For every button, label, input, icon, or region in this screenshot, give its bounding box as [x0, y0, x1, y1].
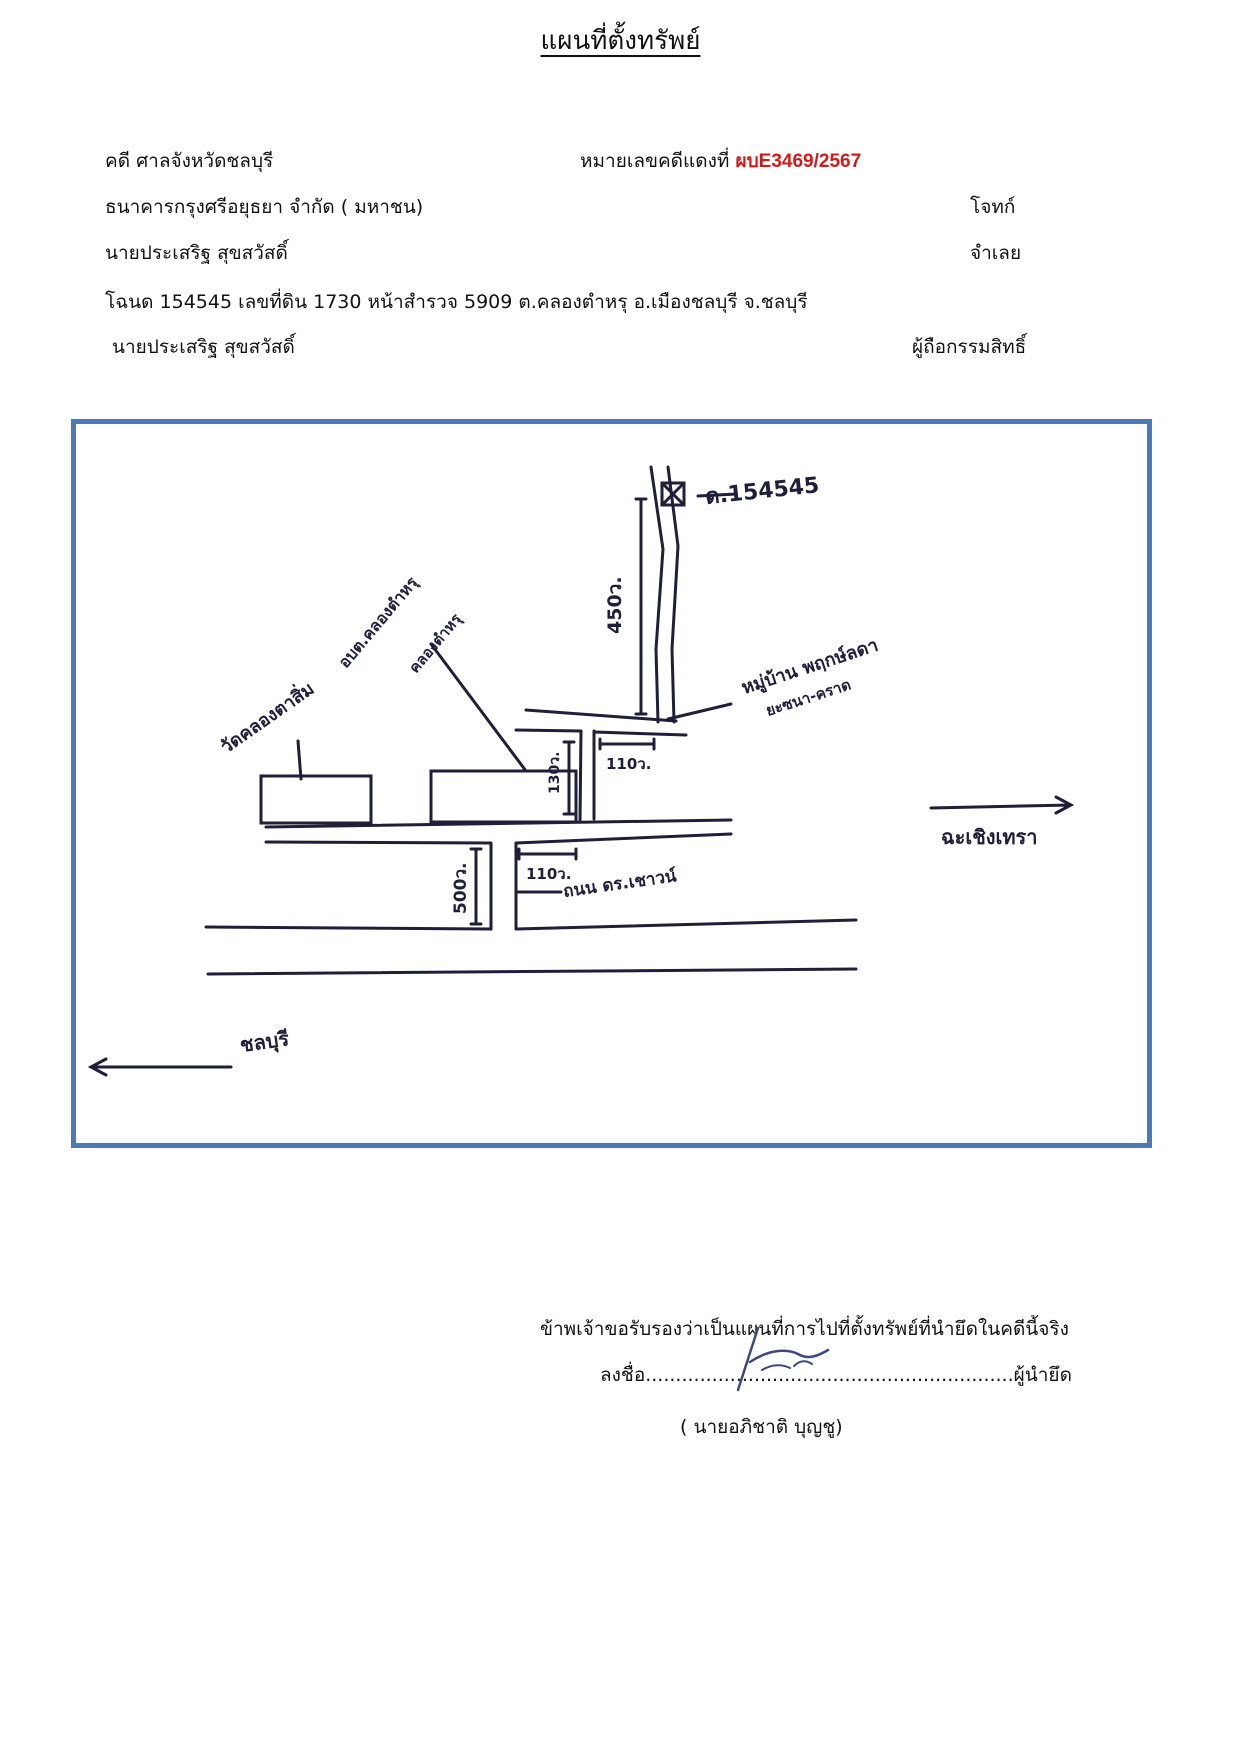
- to-right-label: ฉะเชิงเทรา: [941, 825, 1038, 849]
- road-name-label: ถนน ดร.เชาวน์: [562, 865, 678, 902]
- dist-450-label: 450ว.: [604, 576, 626, 634]
- village-road-top2: [524, 708, 678, 723]
- page-title: แผนที่ตั้งทรัพย์: [540, 26, 701, 56]
- dim-110-bottom-line: [517, 847, 578, 861]
- deed-marker-icon: [660, 481, 686, 507]
- signature-mark: [736, 1326, 830, 1392]
- highway-top-edge: [204, 918, 858, 931]
- office-pointer: [429, 642, 528, 773]
- signature-line: ลงชื่อ..................................…: [600, 1364, 1072, 1386]
- owner-name: นายประเสริฐ สุขสวัสดิ์: [112, 336, 295, 358]
- case-number: ผบE3469/2567: [735, 151, 862, 172]
- dist-500-label: 500ว.: [451, 863, 471, 915]
- deed-line: โฉนด 154545 เลขที่ดิน 1730 หน้าสำรวจ 590…: [105, 291, 808, 313]
- certification-statement: ข้าพเจ้าขอรับรองว่าเป็นแผนที่การไปที่ตั้…: [540, 1318, 1069, 1340]
- road-bottom-edge: [264, 832, 733, 845]
- dist-110-bottom-label: 110ว.: [526, 865, 571, 883]
- dim-130-line: [562, 740, 576, 816]
- case-number-label: หมายเลขคดีแดงที่: [580, 150, 730, 172]
- wat-pointer: [296, 739, 303, 781]
- village-pointer: [666, 702, 733, 721]
- dim-450-line: [634, 497, 648, 716]
- arrow-right-icon: [929, 795, 1075, 815]
- to-left-label: ชลบุรี: [238, 1026, 291, 1058]
- court-label: คดี ศาลจังหวัดชลบุรี: [105, 150, 274, 172]
- deed-pointer: [696, 492, 738, 498]
- highway-bottom-edge: [206, 967, 858, 976]
- defendant-role: จำเลย: [970, 242, 1022, 264]
- dist-110-top-label: 110ว.: [606, 755, 651, 773]
- lane-left: [649, 465, 665, 724]
- map-drawing: ด.154545 450ว. หมู่บ้าน พฤกษ์ลดา ยะซนา-ค…: [87, 465, 1075, 1077]
- wat-building: [259, 774, 373, 825]
- defendant-name: นายประเสริฐ สุขสวัสดิ์: [105, 242, 288, 264]
- office-building: [429, 769, 578, 824]
- village-road-top: [514, 728, 688, 737]
- dim-500-line: [469, 847, 483, 926]
- location-map: ด.154545 450ว. หมู่บ้าน พฤกษ์ลดา ยะซนา-ค…: [71, 419, 1152, 1148]
- signer-name: ( นายอภิชาติ บุญชู): [680, 1416, 843, 1438]
- case-number-row: หมายเลขคดีแดงที่ ผบE3469/2567: [580, 146, 861, 176]
- arrow-left-icon: [87, 1057, 233, 1077]
- wat-label: วัดคลองตาสิ่ม: [215, 676, 318, 758]
- deed-marker-label: ด.154545: [704, 473, 820, 510]
- dist-130-label: 130ว.: [547, 752, 563, 794]
- dim-110-top-line: [598, 737, 656, 751]
- owner-role: ผู้ถือกรรมสิทธิ์: [912, 336, 1027, 358]
- plaintiff-name: ธนาคารกรุงศรีอยุธยา จำกัด ( มหาชน): [105, 196, 424, 218]
- plaintiff-role: โจทก์: [970, 196, 1016, 218]
- office-label-2: คลองตำหรุ: [405, 609, 466, 677]
- office-label: อบต.คลองตำหรุ: [335, 573, 423, 672]
- village-road-left: [578, 729, 583, 823]
